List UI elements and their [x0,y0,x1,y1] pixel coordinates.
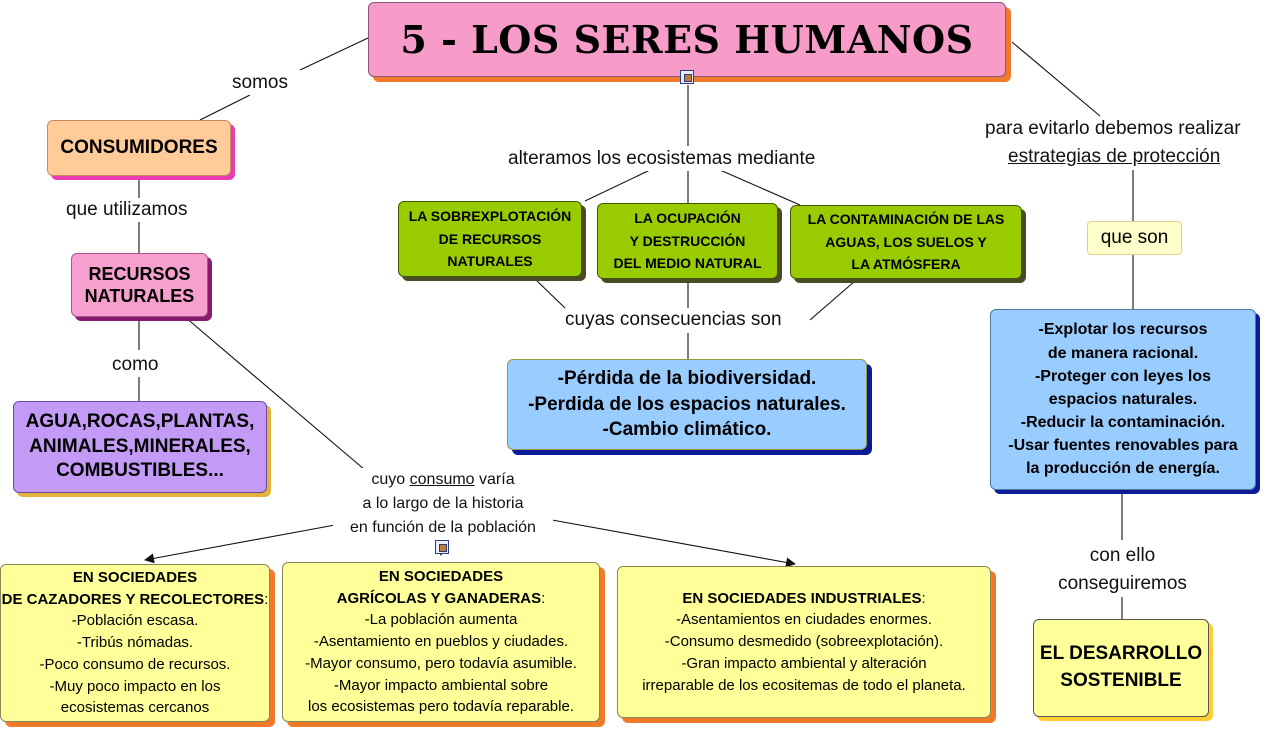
label-alteramos: alteramos los ecosistemas mediante [508,148,816,171]
cuyo-text: cuyo [371,471,410,488]
estrategia-line-4: espacios naturales. [1048,390,1198,408]
cuyo-line-2: a lo largo de la historia [362,495,524,512]
node-consecuencias: -Pérdida de la biodiversidad. -Perdida d… [507,359,867,450]
agricolas-title-2: AGRÍCOLAS Y GANADERAS [336,589,542,607]
estrategia-line-5: -Reducir la contaminación. [1020,414,1226,432]
cazadores-line-4: -Muy poco impacto en los [49,677,221,695]
node-agua-rocas: AGUA,ROCAS,PLANTAS, ANIMALES,MINERALES, … [13,401,267,493]
label-que-utilizamos: que utilizamos [66,199,188,222]
line-sobre-cuyas [534,278,566,309]
node-desarrollo-sostenible: EL DESARROLLO SOSTENIBLE [1033,619,1209,717]
estrategia-line-1: -Explotar los recursos [1038,321,1208,339]
agricolas-line-5: los ecosistemas pero todavía reparable. [308,698,574,716]
node-industriales: EN SOCIEDADES INDUSTRIALES: -Asentamient… [617,566,991,718]
sobre-line-3: NATURALES [447,253,533,270]
ocup-line-1: LA OCUPACIÓN [634,210,741,227]
agricolas-colon: : [541,589,546,607]
contam-line-3: LA ATMÓSFERA [851,256,961,273]
estrategia-line-6: -Usar fuentes renovables para [1008,437,1238,455]
cuyo-line-3: en función de la población [350,519,536,536]
label-cuyo-consumo: cuyo consumo varía a lo largo de la hist… [333,468,553,540]
cazadores-line-5: ecosistemas cercanos [60,699,210,717]
sobre-line-2: DE RECURSOS [438,230,542,247]
cazadores-line-2: -Tribús nómadas. [76,634,194,652]
agricolas-title-1: EN SOCIEDADES [378,567,504,585]
image-icon[interactable] [435,540,449,554]
varia-text: varía [474,471,515,488]
estrategia-line-2: de manera racional. [1047,344,1199,362]
consumo-link[interactable]: consumo [409,471,475,488]
page-title: 5 - LOS SERES HUMANOS [368,2,1006,77]
recursos-line-2: NATURALES [84,286,195,306]
ocup-line-2: Y DESTRUCCIÓN [629,232,746,249]
label-como: como [112,354,159,377]
consecuencia-line-3: -Cambio climático. [602,419,772,441]
contam-line-1: LA CONTAMINACIÓN DE LAS [807,211,1005,228]
cazadores-title-2: DE CAZADORES Y RECOLECTORES [1,590,265,608]
contam-line-2: AGUAS, LOS SUELOS Y [825,233,987,250]
cazadores-line-3: -Poco consumo de recursos. [39,655,231,673]
sobre-line-1: LA SOBREXPLOTACIÓN [408,208,572,225]
consecuencia-line-1: -Pérdida de la biodiversidad. [557,368,817,390]
cazadores-line-1: -Población escasa. [71,612,199,630]
line-contam-cuyas [809,280,856,321]
industriales-line-3: -Gran impacto ambiental y alteración [681,654,927,672]
node-recursos-naturales: RECURSOS NATURALES [71,253,208,317]
node-agricolas: EN SOCIEDADES AGRÍCOLAS Y GANADERAS: -La… [282,562,600,722]
desarrollo-line-2: SOSTENIBLE [1060,670,1182,691]
line-somos-consumidores [199,94,251,121]
label-estrategias[interactable]: estrategias de protección [1008,146,1221,169]
consecuencia-line-2: -Perdida de los espacios naturales. [528,393,846,415]
ocup-line-3: DEL MEDIO NATURAL [613,255,762,272]
estrategia-line-3: -Proteger con leyes los [1034,367,1212,385]
agricolas-line-1: -La población aumenta [364,611,518,629]
line-cuyo-industriales [551,519,796,568]
label-con-ello: con ello conseguiremos [1045,542,1200,598]
node-ocupacion: LA OCUPACIÓN Y DESTRUCCIÓN DEL MEDIO NAT… [597,203,778,279]
agricolas-line-2: -Asentamiento en pueblos y ciudades. [313,633,569,651]
agricolas-line-3: -Mayor consumo, pero todavía asumible. [305,654,577,672]
industriales-line-4: irreparable de los ecositemas de todo el… [642,676,966,694]
industriales-colon: : [921,589,926,607]
line-cuyo-cazadores [144,524,336,564]
industriales-line-1: -Asentamientos en ciudades enormes. [676,611,932,629]
con-ello-line-2: conseguiremos [1058,572,1187,594]
document-icon[interactable] [680,70,694,84]
estrategia-line-7: la producción de energía. [1026,460,1220,478]
node-contaminacion: LA CONTAMINACIÓN DE LAS AGUAS, LOS SUELO… [790,205,1022,279]
cazadores-title-1: EN SOCIEDADES [72,568,198,586]
cazadores-colon: : [264,590,269,608]
line-alteramos-sobre [584,169,651,202]
recursos-line-1: RECURSOS [88,263,191,284]
label-para-evitarlo: para evitarlo debemos realizar [985,118,1241,141]
label-somos: somos [232,72,288,95]
desarrollo-line-1: EL DESARROLLO [1039,643,1203,665]
line-title-para [1011,41,1101,117]
agua-line-2: ANIMALES,MINERALES, [29,435,251,457]
agricolas-line-4: -Mayor impacto ambiental sobre [333,676,549,694]
line-title-somos [299,37,369,71]
industriales-line-2: -Consumo desmedido (sobreexplotación). [664,633,944,651]
con-ello-line-1: con ello [1089,545,1156,566]
agua-line-1: AGUA,ROCAS,PLANTAS, [25,410,255,432]
line-recursos-cuyo [184,316,366,471]
node-consumidores: CONSUMIDORES [47,120,231,176]
industriales-title: EN SOCIEDADES INDUSTRIALES [682,589,922,607]
line-alteramos-contam [719,169,801,206]
label-que-son: que son [1087,221,1182,255]
label-cuyas-consecuencias: cuyas consecuencias son [565,309,782,332]
node-estrategias: -Explotar los recursos de manera raciona… [990,309,1256,490]
node-sobreexplotacion: LA SOBREXPLOTACIÓN DE RECURSOS NATURALES [398,201,582,277]
node-cazadores: EN SOCIEDADES DE CAZADORES Y RECOLECTORE… [0,564,270,722]
agua-line-3: COMBUSTIBLES... [56,460,224,482]
